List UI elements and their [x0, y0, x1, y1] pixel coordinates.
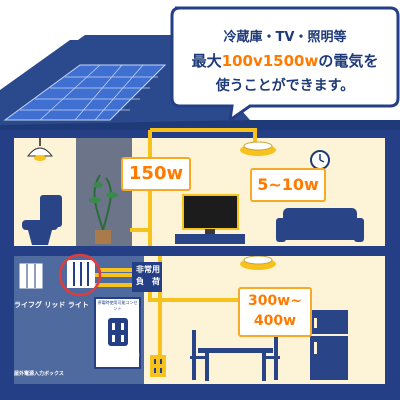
ceiling-lamp-icon — [240, 141, 276, 156]
emergency-line-1: 非常用 — [136, 265, 160, 274]
bubble-line-3: 使うことができます。 — [215, 78, 355, 94]
bubble-line-2-prefix: 最大 — [191, 52, 222, 70]
chair-icon — [190, 330, 208, 380]
ceiling-lamp-icon — [26, 138, 54, 161]
speech-bubble — [170, 6, 400, 124]
emergency-label: 非常用 負 荷 — [133, 264, 163, 288]
panel-name: ライフグ リッド ライト — [14, 301, 89, 309]
light-watt-label: 5~10w — [250, 168, 326, 202]
ceiling-lamp-icon — [240, 255, 276, 270]
fridge-watt-label: 300w~ 400w — [238, 287, 312, 337]
outlet-top-label: 停電時使用可能コンセント — [97, 300, 138, 311]
outlet-icon — [94, 297, 141, 369]
plant-icon — [89, 174, 118, 244]
bubble-line-2: 最大100v1500wの電気を — [175, 50, 395, 71]
dining-table-icon — [198, 348, 273, 381]
fridge-watt-line-2: 400w — [253, 313, 297, 329]
lifegrid-panel — [19, 253, 102, 297]
bubble-line-1: 冷蔵庫・TV・照明等 — [223, 30, 347, 45]
box-label: 屋外電源入力ボックス — [14, 371, 64, 377]
solar-panel-icon — [3, 64, 167, 121]
sofa-icon — [276, 208, 364, 242]
outlet-bottom-label: ※停電時にも使用可能なコンセント — [96, 352, 140, 363]
tv-icon — [175, 194, 245, 244]
highlight-circle — [58, 253, 102, 297]
toilet-icon — [22, 195, 62, 245]
chair-icon — [262, 330, 280, 380]
outlet-icon — [150, 355, 166, 377]
fridge-watt-line-1: 300w~ — [248, 293, 302, 309]
tv-watt-label: 150w — [121, 157, 191, 191]
emergency-line-2: 負 荷 — [136, 277, 160, 286]
fridge-icon — [310, 310, 348, 380]
bubble-line-2-suffix: の電気を — [318, 52, 379, 70]
bubble-line-2-highlight: 100v1500w — [221, 52, 319, 70]
clock-icon — [310, 150, 330, 170]
emergency-board — [132, 262, 162, 292]
